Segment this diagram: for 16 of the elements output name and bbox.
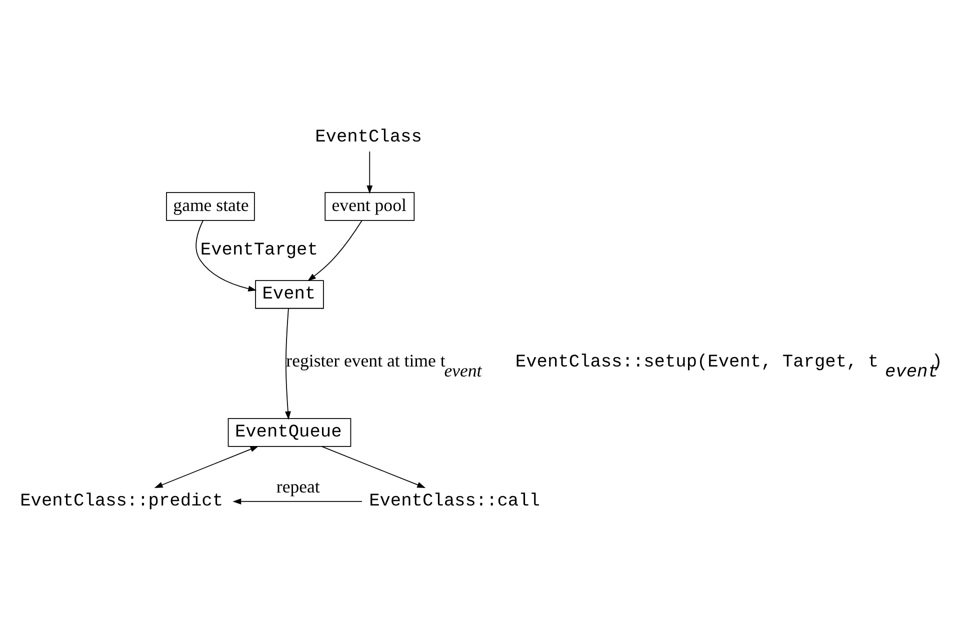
arrow [195,220,256,292]
node-box: game state [166,192,254,221]
arrow [284,308,290,420]
arrow [232,498,362,504]
arrow [307,220,362,282]
node-box: event pool [324,192,414,221]
node-box: Event [254,280,324,309]
arrow [320,446,426,488]
node-text: EventClass::predict [20,492,223,512]
arrow [154,446,258,488]
arrow [366,151,372,194]
node-text: EventClass::call [368,492,540,512]
edge-label: EventTarget [200,240,318,261]
node-box: EventQueue [227,418,351,447]
node-text: EventClass [314,128,422,148]
edge-label: repeat [276,476,320,496]
